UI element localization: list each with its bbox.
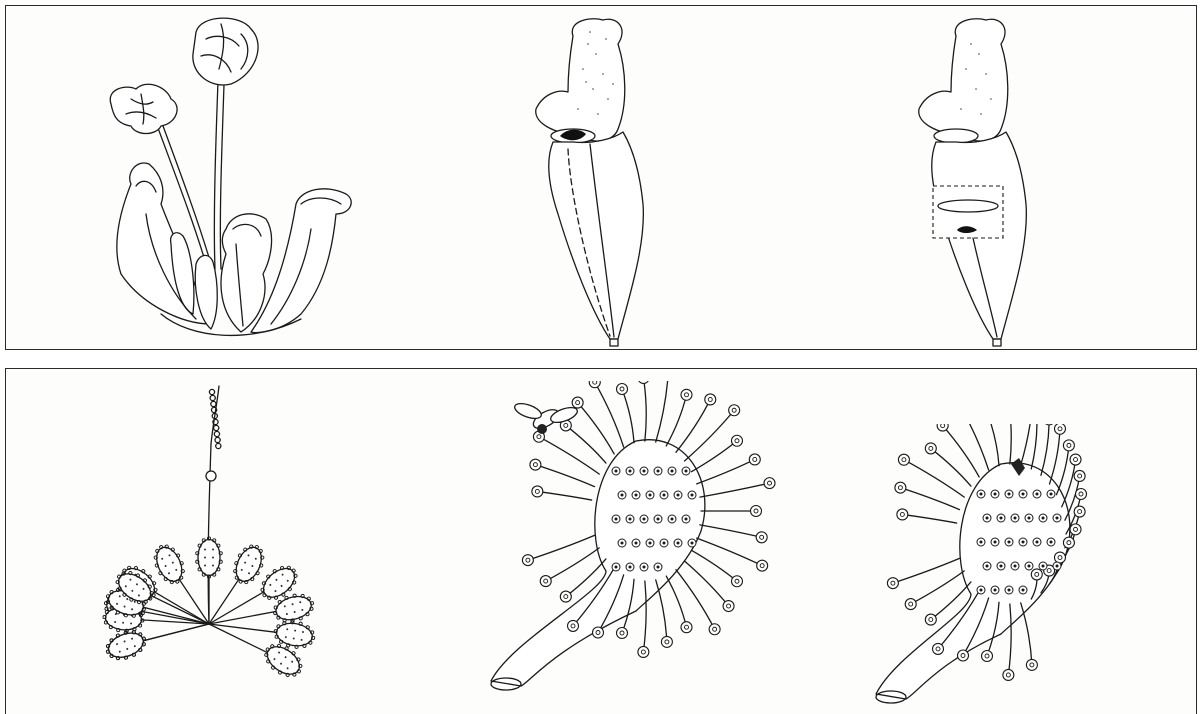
pitcher-plant-panel [5, 5, 1197, 350]
sundew-leaf-open-icon [476, 381, 776, 711]
pitcher-leaf-icon [518, 14, 678, 349]
sundew-leaf-closing-icon [861, 424, 1141, 714]
pitcher-cutaway-icon [901, 14, 1061, 349]
sundew-panel [5, 368, 1197, 714]
sundew-rosette-icon [94, 384, 324, 704]
pitcher-plant-with-flowers-icon [101, 14, 361, 344]
